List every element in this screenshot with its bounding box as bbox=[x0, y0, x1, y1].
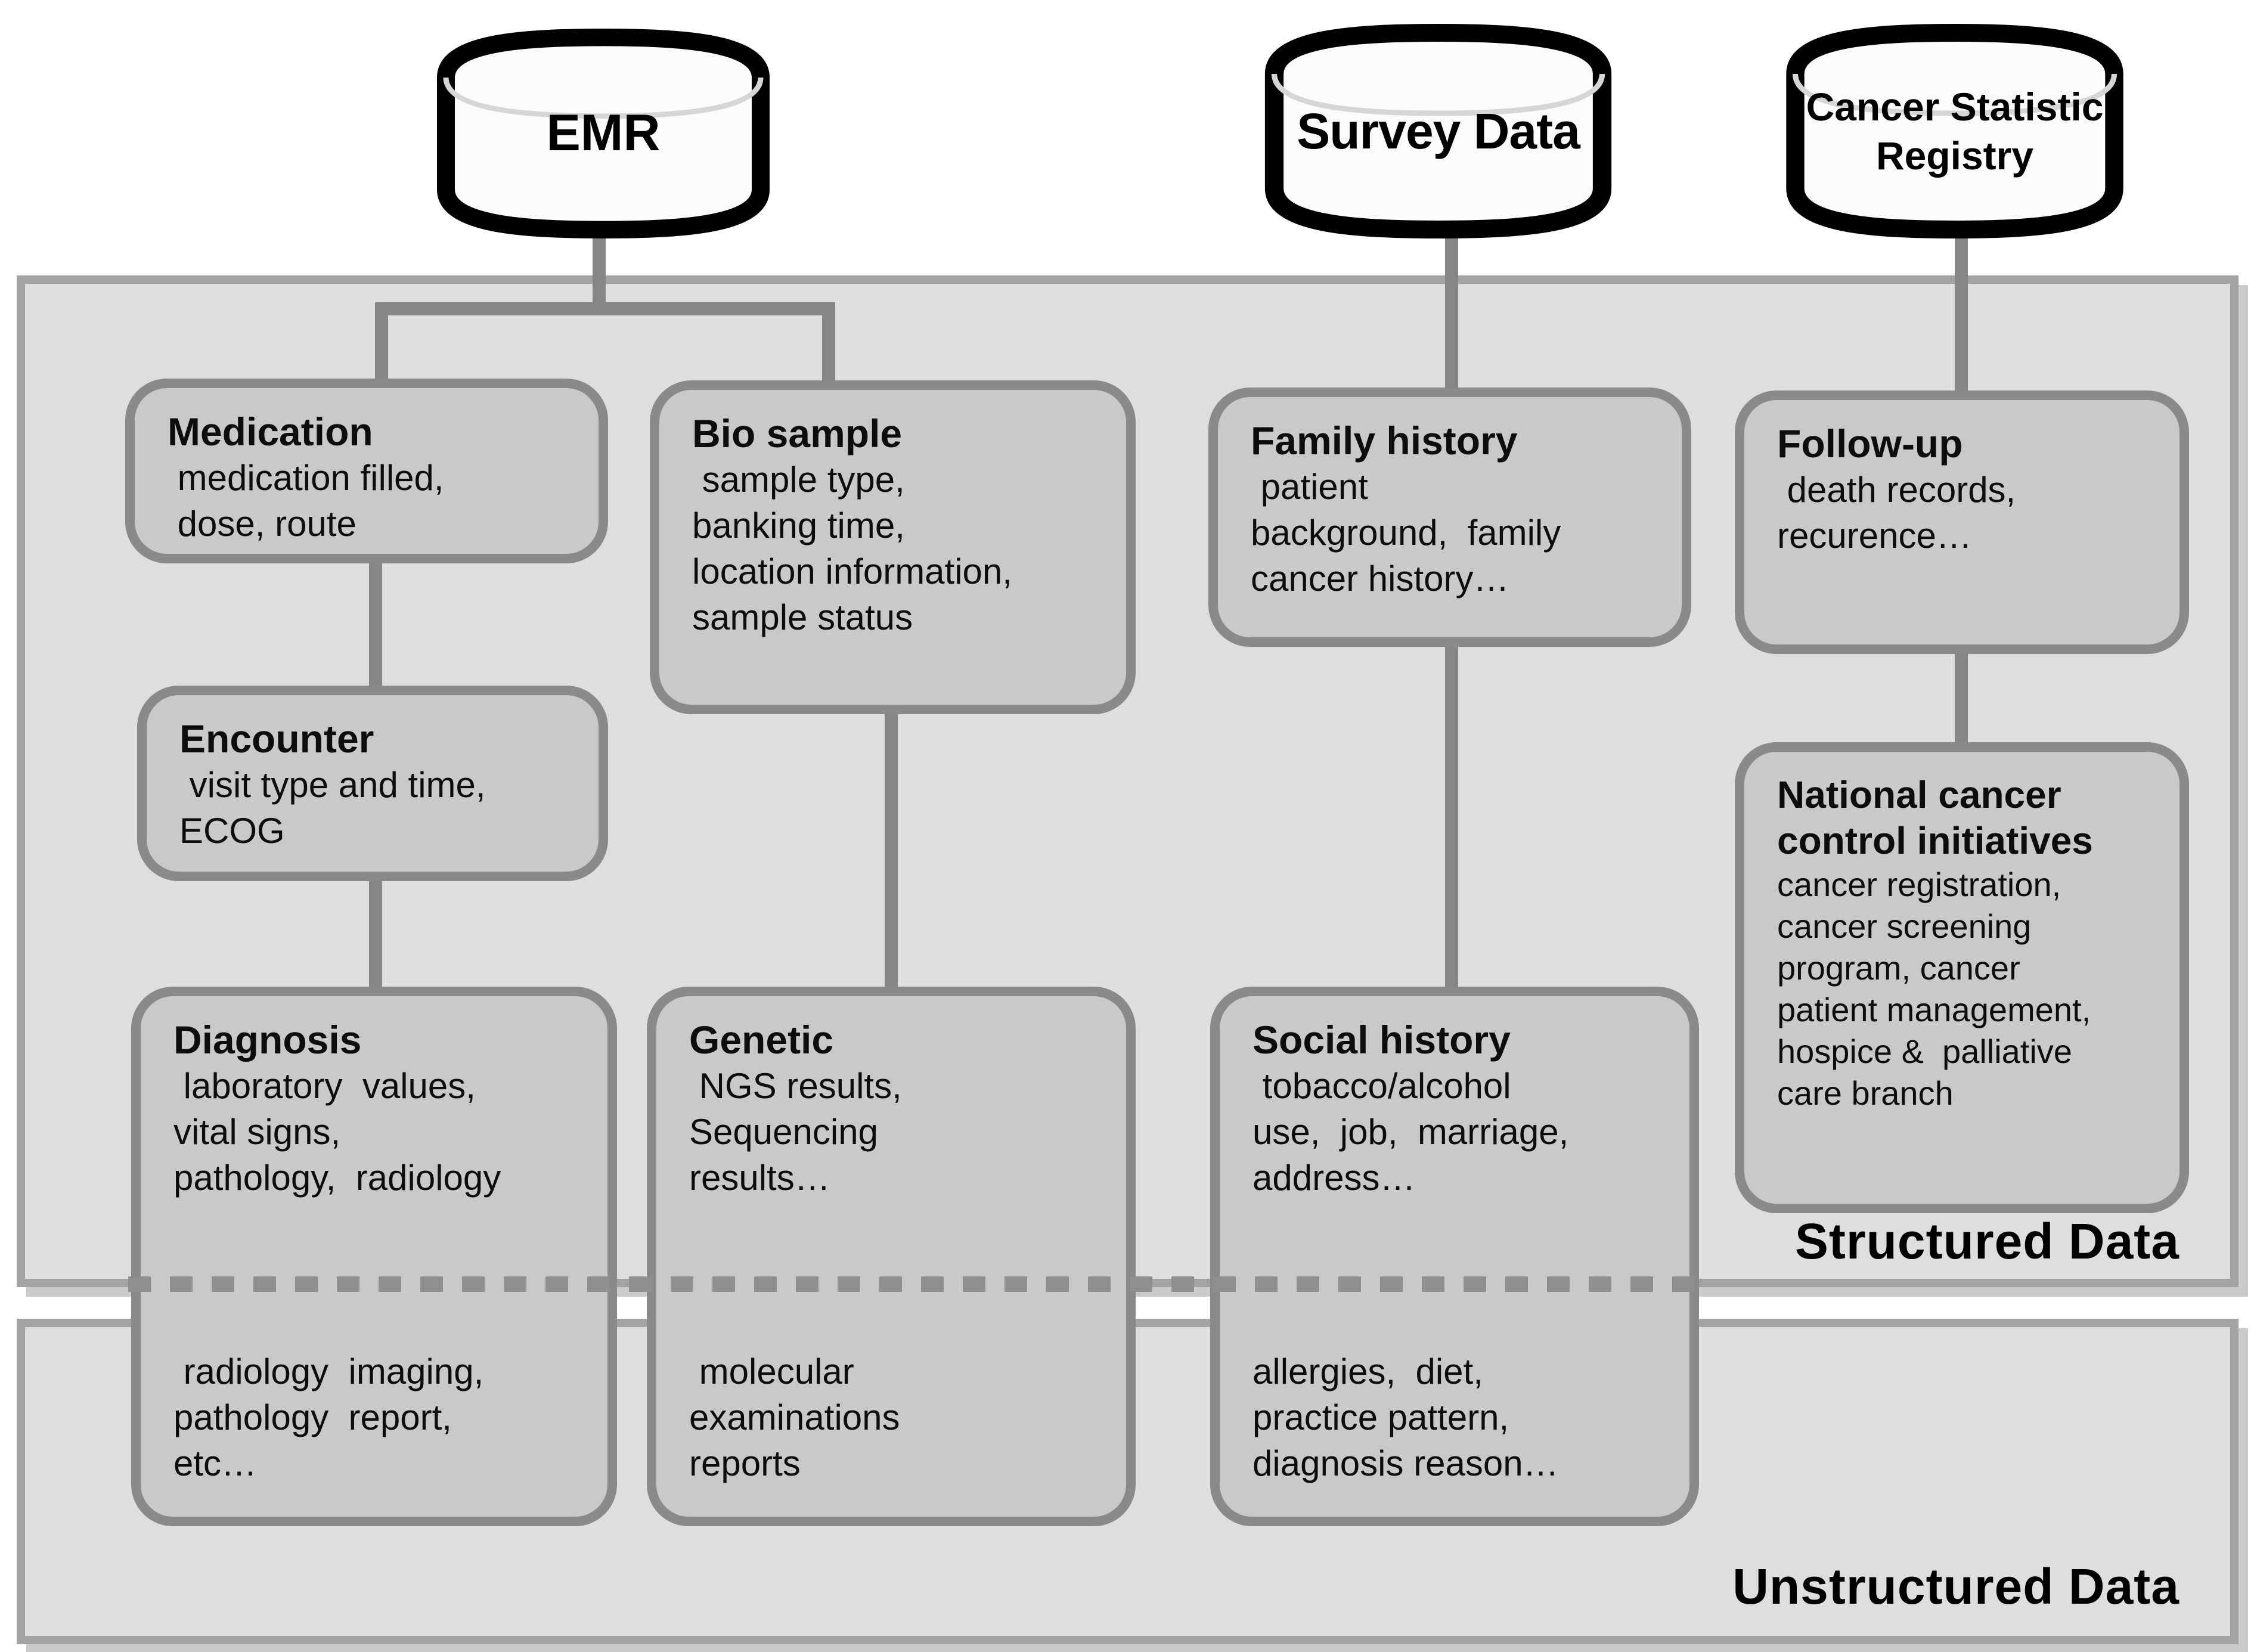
national-cancer-control-initiatives-box: National cancer control initiatives canc… bbox=[1735, 742, 2189, 1213]
bio-sample-box: Bio sample sample type, banking time, lo… bbox=[650, 380, 1136, 714]
emr-cylinder-label: EMR bbox=[546, 104, 661, 162]
social-history-box: Social history tobacco/alcohol use, job,… bbox=[1210, 987, 1699, 1526]
survey-data-cylinder-label: Survey Data bbox=[1297, 103, 1580, 159]
medication-title: Medication bbox=[168, 410, 373, 454]
connector-emr-stem bbox=[593, 236, 606, 314]
national-initiatives-title: National cancer control initiatives bbox=[1777, 773, 2093, 862]
national-initiatives-body: cancer registration, cancer screening pr… bbox=[1777, 865, 2091, 1112]
encounter-box: Encounter visit type and time, ECOG bbox=[137, 686, 608, 881]
diagnosis-box: Diagnosis laboratory values, vital signs… bbox=[131, 987, 617, 1526]
diagnosis-title: Diagnosis bbox=[173, 1018, 362, 1062]
diagnosis-structured-body: laboratory values, vital signs, patholog… bbox=[173, 1066, 501, 1198]
genetic-unstructured-body: molecular examinations reports bbox=[689, 1352, 900, 1483]
connector-family-social bbox=[1445, 643, 1458, 997]
family-history-body: patient background, family cancer histor… bbox=[1251, 467, 1561, 599]
connector-drop-medication bbox=[375, 302, 388, 390]
follow-up-title: Follow-up bbox=[1777, 421, 1963, 466]
database-cylinder-cancer-statistic-registry: Cancer Statistic Registry bbox=[1774, 24, 2136, 238]
medication-box: Medication medication filled, dose, rout… bbox=[125, 379, 608, 563]
follow-up-box: Follow-up death records, recurence… bbox=[1735, 390, 2189, 654]
diagnosis-unstructured-body: radiology imaging, pathology report, etc… bbox=[173, 1352, 484, 1483]
bio-sample-title: Bio sample bbox=[692, 411, 903, 455]
genetic-box: Genetic NGS results, Sequencing results…… bbox=[647, 987, 1136, 1526]
genetic-title: Genetic bbox=[689, 1018, 834, 1062]
family-history-title: Family history bbox=[1251, 419, 1518, 463]
connector-followup-national bbox=[1955, 651, 1968, 754]
structured-data-label: Structured Data bbox=[1794, 1213, 2180, 1269]
genetic-structured-body: NGS results, Sequencing results… bbox=[689, 1066, 902, 1198]
family-history-box: Family history patient background, famil… bbox=[1208, 388, 1691, 647]
bio-sample-body: sample type, banking time, location info… bbox=[692, 460, 1012, 637]
encounter-title: Encounter bbox=[179, 717, 374, 761]
structured-unstructured-dashed-divider bbox=[128, 1276, 1702, 1292]
connector-survey-stem bbox=[1445, 230, 1458, 398]
connector-drop-bio-sample bbox=[822, 302, 835, 390]
cylinder-icon bbox=[437, 29, 770, 238]
social-history-structured-body: tobacco/alcohol use, job, marriage, addr… bbox=[1252, 1066, 1569, 1198]
encounter-body: visit type and time, ECOG bbox=[179, 765, 486, 851]
social-history-unstructured-body: allergies, diet, practice pattern, diagn… bbox=[1252, 1352, 1559, 1483]
follow-up-body: death records, recurence… bbox=[1777, 470, 2016, 556]
cylinder-icon bbox=[1264, 24, 1612, 238]
medication-body: medication filled, dose, route bbox=[177, 458, 444, 544]
database-cylinder-survey-data: Survey Data bbox=[1252, 24, 1624, 238]
connector-emr-branch-bar bbox=[375, 302, 835, 315]
social-history-title: Social history bbox=[1252, 1018, 1511, 1062]
database-cylinder-emr: EMR bbox=[424, 29, 782, 238]
cylinder-icon bbox=[1786, 24, 2123, 238]
connector-biosample-genetic bbox=[885, 709, 898, 997]
connector-encounter-diagnosis bbox=[369, 878, 382, 997]
unstructured-data-label: Unstructured Data bbox=[1732, 1558, 2180, 1614]
connector-medication-encounter bbox=[369, 560, 382, 696]
cancer-statistic-registry-cylinder-label: Cancer Statistic Registry bbox=[1806, 84, 2104, 178]
connector-registry-stem bbox=[1955, 230, 1968, 401]
